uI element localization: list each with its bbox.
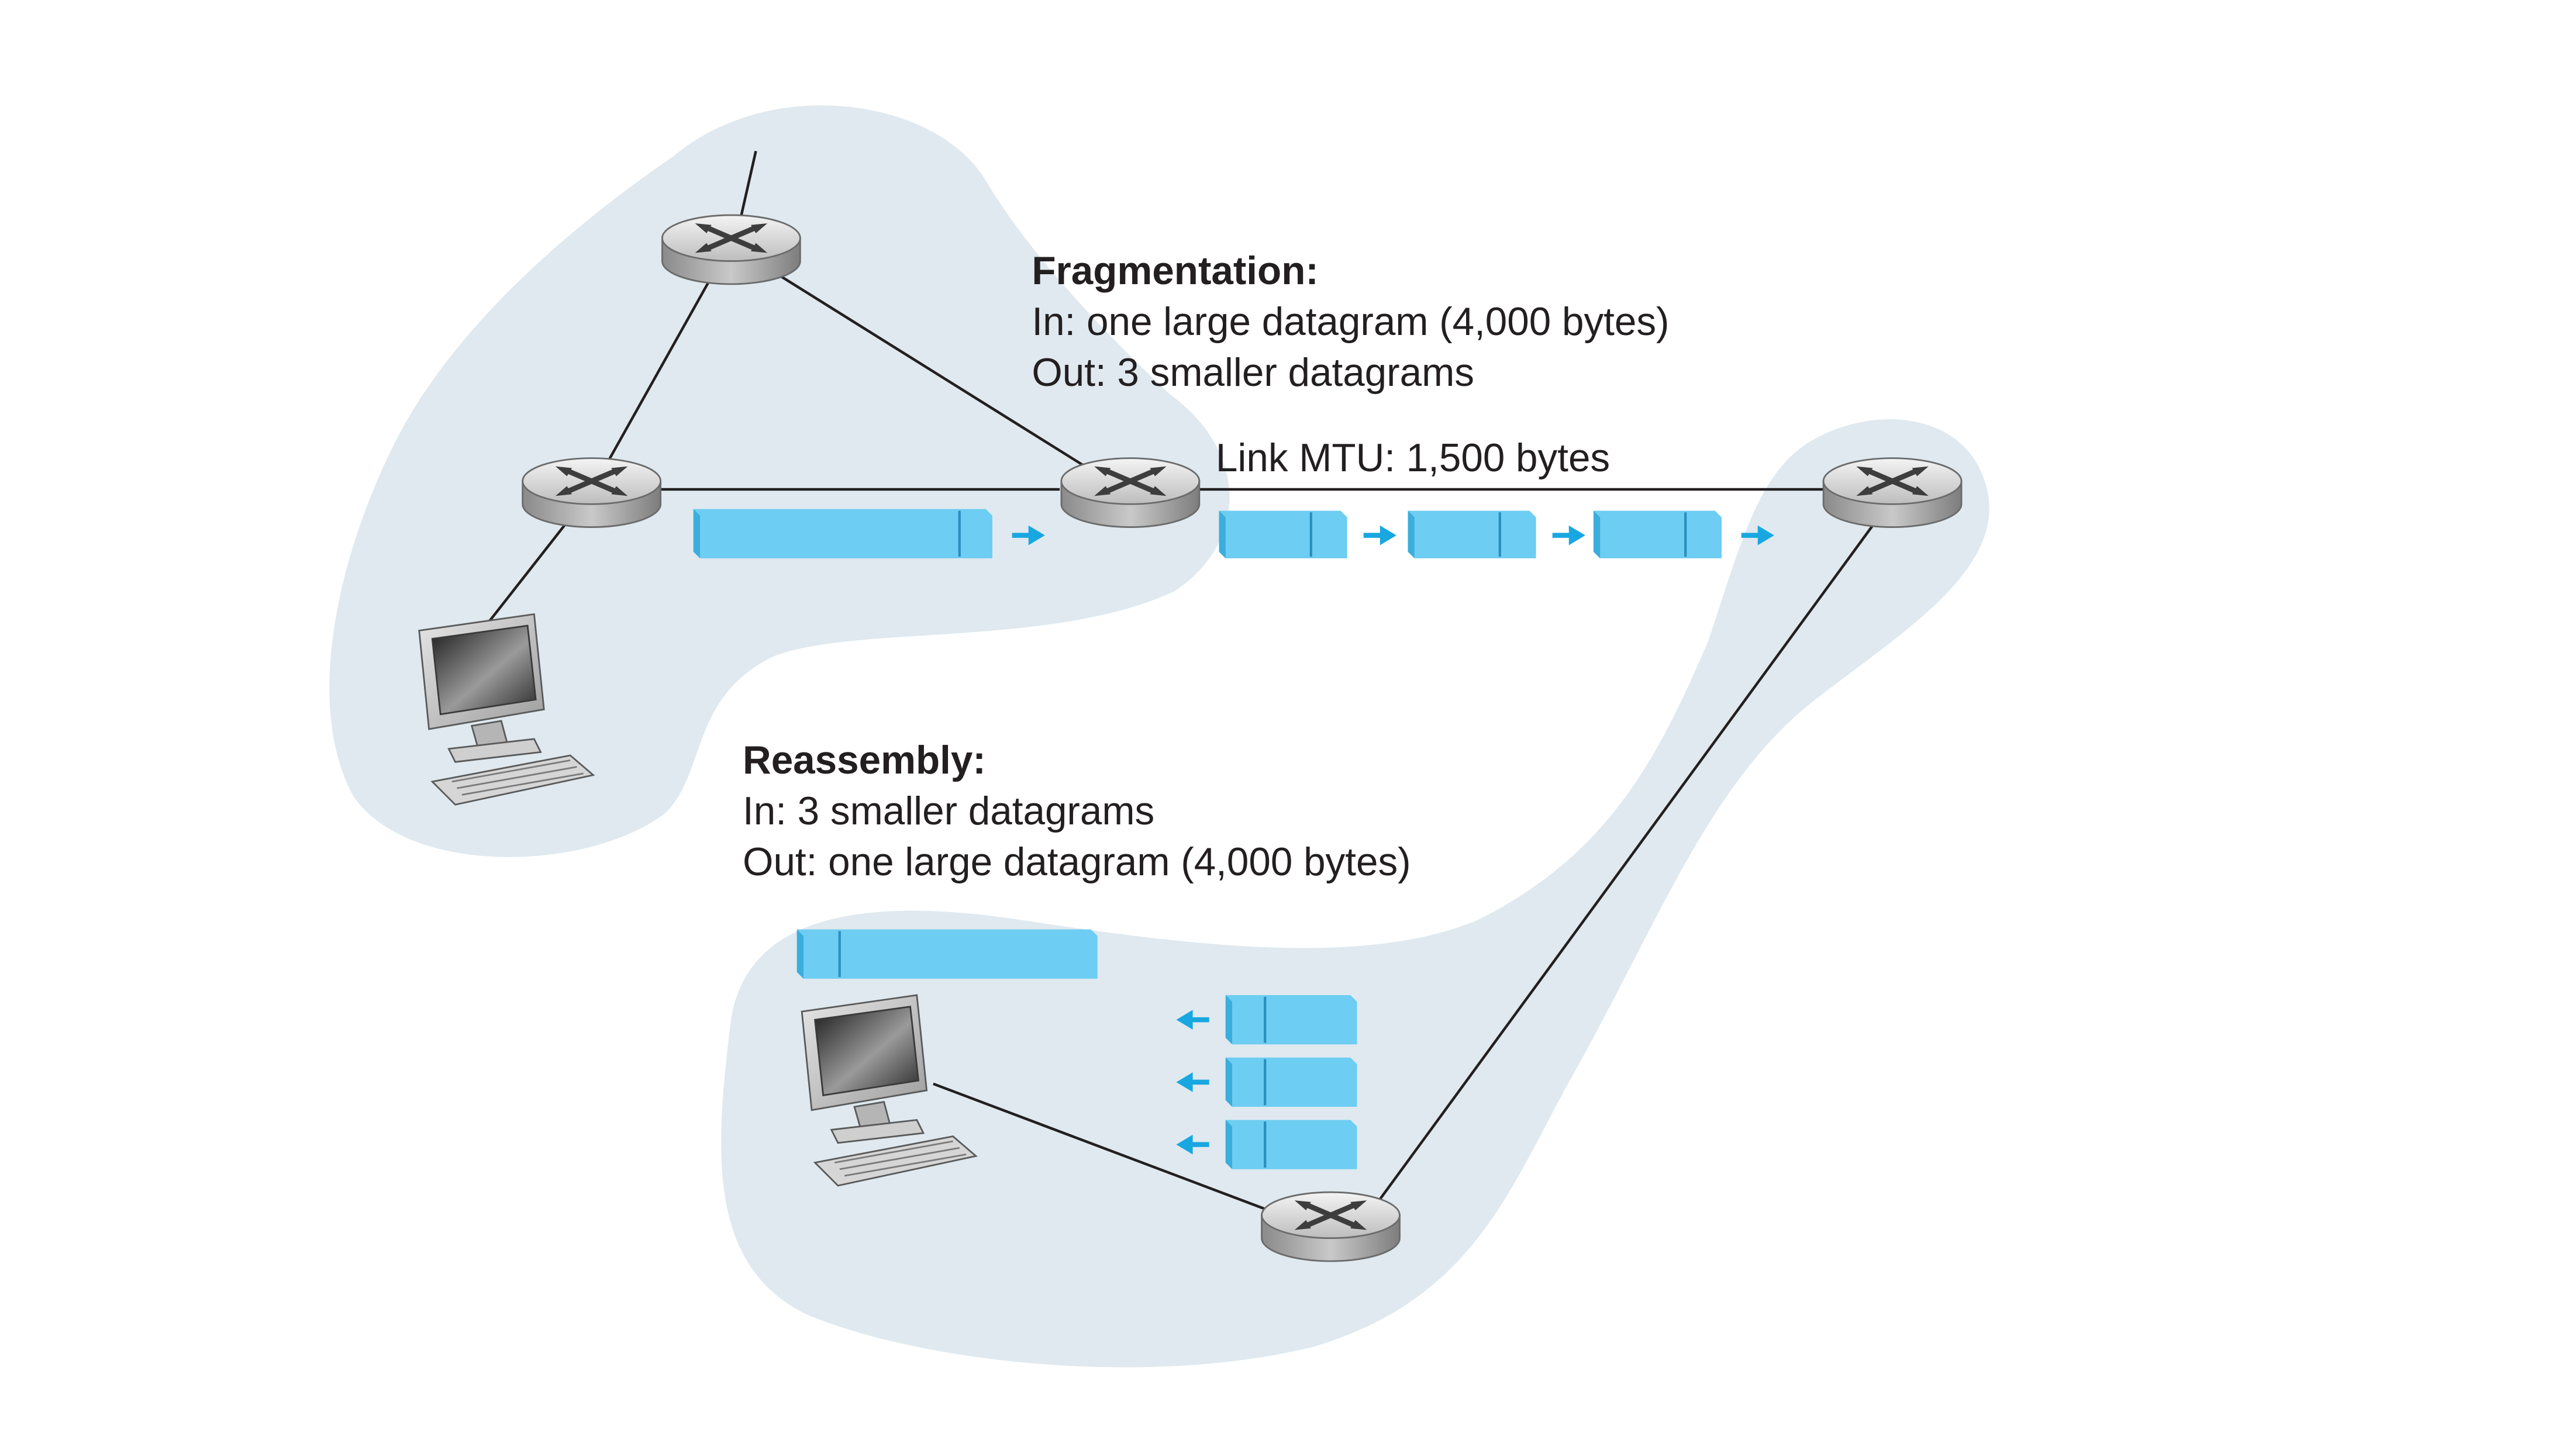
arrow-right-icon	[1364, 526, 1396, 546]
fragmentation-in-line: In: one large datagram (4,000 bytes)	[1032, 300, 1669, 344]
fragmentation-caption: Fragmentation: In: one large datagram (4…	[1032, 249, 1669, 395]
router-top	[662, 215, 800, 284]
router-left	[523, 458, 661, 527]
link-bottom-host	[933, 1082, 1282, 1217]
arriving-fragment-1	[1225, 995, 1357, 1045]
source-network-cloud	[329, 105, 1230, 857]
fragmentation-heading: Fragmentation:	[1032, 249, 1318, 293]
fragment-packet-3	[1593, 510, 1722, 558]
fragmentation-out-line: Out: 3 smaller datagrams	[1032, 351, 1474, 395]
reassembled-datagram-packet	[796, 929, 1098, 979]
arriving-fragment-3	[1225, 1120, 1357, 1169]
reassembly-heading: Reassembly:	[743, 738, 986, 782]
destination-network-cloud	[721, 419, 1989, 1368]
reassembly-in-line: In: 3 smaller datagrams	[743, 789, 1154, 833]
router-fragmenting	[1061, 458, 1199, 527]
network-links	[488, 150, 1874, 1217]
link-top-left	[598, 270, 716, 477]
reassembly-out-line: Out: one large datagram (4,000 bytes)	[743, 840, 1411, 884]
arrow-right-icon	[1553, 526, 1585, 546]
link-right-bottom	[1375, 524, 1874, 1205]
reassembly-caption: Reassembly: In: 3 smaller datagrams Out:…	[743, 738, 1411, 884]
link-left-host	[488, 521, 568, 622]
fragment-packet-2	[1408, 510, 1536, 558]
link-mtu-label: Link MTU: 1,500 bytes	[1216, 436, 1610, 480]
fragment-packet-1	[1219, 510, 1347, 558]
arriving-fragment-2	[1225, 1057, 1357, 1107]
router-bottom	[1262, 1192, 1400, 1261]
router-right	[1823, 458, 1961, 527]
large-datagram-packet	[693, 509, 992, 558]
link-top-middle	[771, 270, 1102, 478]
